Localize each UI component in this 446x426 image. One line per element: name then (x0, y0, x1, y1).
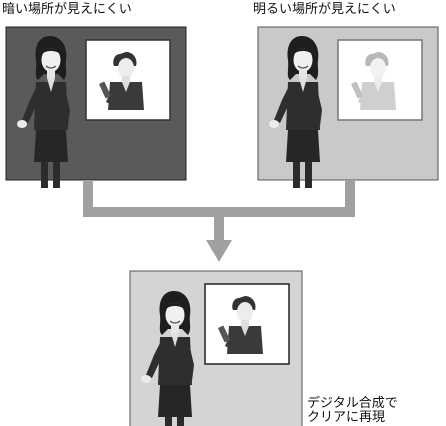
merge-arrow (83, 180, 355, 262)
label-dark-scene: 暗い場所が見えにくい (2, 2, 132, 17)
bright-scene-panel (257, 26, 439, 189)
caption-line-2: クリアに再現 (307, 410, 386, 425)
result-panel (129, 270, 303, 426)
caption-line-1: デジタル合成で (307, 396, 398, 411)
label-bright-scene: 明るい場所が見えにくい (253, 2, 396, 17)
dark-scene-panel (5, 26, 187, 189)
